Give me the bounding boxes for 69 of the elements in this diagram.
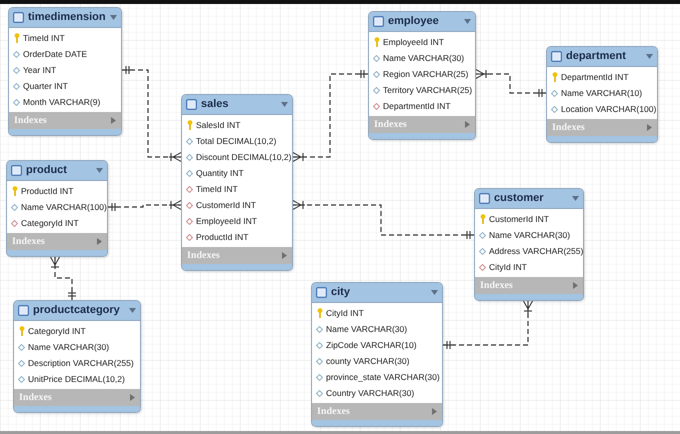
relationship-line [50,256,76,300]
column-label: Address VARCHAR(255) [489,246,583,256]
column-label: Region VARCHAR(25) [383,70,468,78]
indexes-label: Indexes [187,250,220,260]
column-label: OrderDate DATE [23,50,88,58]
column-label: Year INT [23,66,56,74]
relationship-line [122,66,182,162]
column-label: ZipCode VARCHAR(10) [326,340,417,350]
column-label: Name VARCHAR(30) [383,54,464,62]
column-label: Total DECIMAL(10,2) [196,136,276,146]
column-label: CategoryId INT [28,326,86,336]
column-label: ProductId INT [196,232,248,242]
column-label: DepartmentId INT [383,102,451,110]
column-label: CustomerId INT [196,200,256,210]
relationship-line [476,69,546,98]
entity-table [368,11,476,140]
column-label: TimeId INT [196,184,238,194]
table-title: city [331,287,351,298]
column-label: UnitPrice DECIMAL(10,2) [28,374,125,384]
column-label: CategoryId INT [21,218,79,228]
column-label: TimeId INT [23,34,65,42]
table-title: productcategory [33,305,121,316]
entity-table [13,300,141,413]
indexes-label: Indexes [14,116,47,126]
indexes-label: Indexes [374,120,407,130]
table-title: customer [494,193,545,204]
column-label: Name VARCHAR(30) [28,342,110,352]
column-label: province_state VARCHAR(30) [326,372,440,382]
column-label: DepartmentId INT [561,72,629,82]
indexes-label: Indexes [480,280,513,290]
entity-table [311,282,443,427]
column-label: Month VARCHAR(9) [23,98,100,106]
column-label: SalesId INT [196,120,240,130]
table-title: employee [388,16,440,27]
relationship-line [292,70,368,162]
entity-table [181,94,293,271]
column-label: Discount DECIMAL(10,2) [196,152,292,162]
column-label: CityId INT [326,308,364,318]
column-label: Quarter INT [23,82,68,90]
relationship-line [292,200,474,240]
column-label: Name VARCHAR(30) [489,230,570,240]
indexes-label: Indexes [552,122,585,132]
column-label: Name VARCHAR(30) [326,324,408,334]
column-label: county VARCHAR(30) [326,356,410,366]
table-title: product [26,165,68,176]
indexes-label: Indexes [317,406,350,416]
column-label: CustomerId INT [489,214,549,224]
table-title: sales [201,99,230,110]
table-title: timedimension [28,12,106,23]
indexes-label: Indexes [12,236,45,246]
column-label: Name VARCHAR(100) [21,202,107,212]
entity-table [6,160,108,257]
entity-table [8,7,122,136]
column-label: Territory VARCHAR(25) [383,86,472,94]
entity-table [474,188,584,301]
column-label: Quantity INT [196,168,244,178]
column-label: Location VARCHAR(100) [561,104,656,114]
table-title: department [566,51,627,62]
column-label: ProductId INT [21,186,74,196]
column-label: EmployeeId INT [383,38,444,46]
column-label: Country VARCHAR(30) [326,388,414,398]
relationship-line [442,300,533,350]
indexes-label: Indexes [19,392,52,402]
column-label: CityId INT [489,262,527,272]
column-label: EmployeeId INT [196,216,257,226]
column-label: Name VARCHAR(10) [561,88,642,98]
entity-table [546,46,658,143]
relationship-line [108,200,182,212]
column-label: Description VARCHAR(255) [28,358,134,368]
